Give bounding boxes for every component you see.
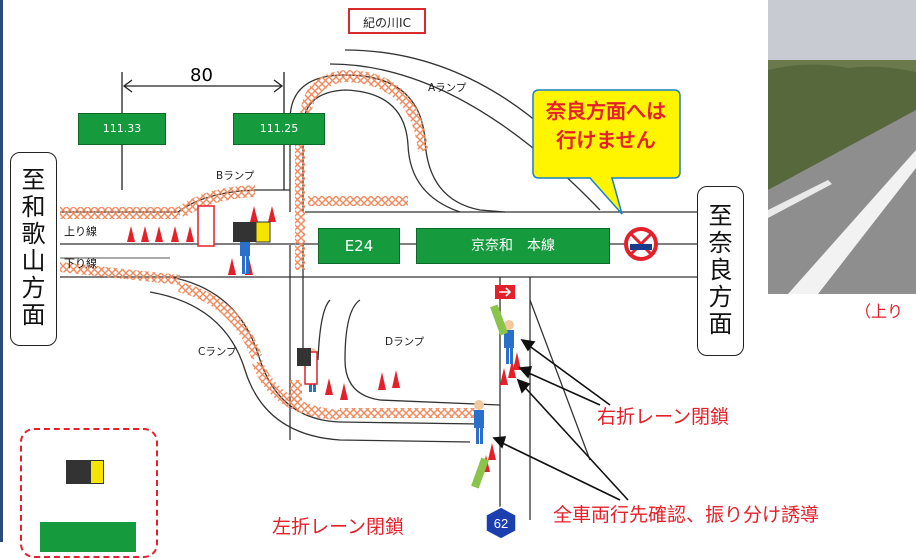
- ramp-d-label: Dランプ: [385, 336, 425, 348]
- distance-label: 80: [190, 65, 213, 86]
- left-frame-border: [0, 0, 3, 542]
- dest-right-char: 至: [708, 202, 733, 230]
- route-e24-sign: E24: [318, 228, 400, 264]
- site-photo-image: [768, 0, 916, 294]
- route-62-badge: 62: [485, 506, 517, 540]
- dest-left-char: 和: [21, 193, 46, 221]
- dest-left-char: 方: [21, 274, 46, 302]
- kp-sign-2: 111.25: [233, 113, 325, 145]
- warning-boards: [197, 205, 515, 489]
- site-photo: [768, 0, 916, 294]
- dest-left-char: 至: [21, 166, 46, 194]
- callout-bubble: [532, 89, 681, 215]
- ramp-c-label: Cランプ: [198, 346, 237, 358]
- guidance-label: 全車両行先確認、振り分け誘導: [553, 504, 820, 526]
- dest-left-char: 歌: [21, 220, 46, 248]
- destination-wakayama: 至 和 歌 山 方 面: [10, 152, 57, 346]
- right-lane-closed-label: 右折レーン閉鎖: [597, 406, 730, 428]
- road-diagram: [60, 49, 700, 520]
- arrow-board-light-icon: [90, 460, 104, 484]
- route-62-number: 62: [494, 516, 508, 531]
- dest-right-char: 面: [708, 310, 733, 338]
- ramp-c-d: [149, 276, 591, 520]
- guidance-arrows: [492, 338, 629, 501]
- left-lane-closed-label: 左折レーン閉鎖: [272, 516, 405, 538]
- ic-name-label: 紀の川IC: [348, 8, 426, 34]
- traffic-cones: [127, 206, 521, 472]
- dest-right-char: 良: [708, 256, 733, 284]
- distance-dimension: [121, 72, 285, 190]
- arrow-board-icon: [66, 460, 90, 484]
- dest-right-char: 方: [708, 283, 733, 311]
- legend-box: [20, 428, 158, 558]
- dest-left-char: 山: [21, 247, 46, 275]
- down-lane-label: 下り線: [64, 257, 97, 270]
- up-lane-label: 上り線: [64, 225, 97, 238]
- dest-left-char: 面: [21, 301, 46, 329]
- no-entry-sign: [624, 227, 658, 261]
- photo-caption: （上り: [855, 302, 904, 321]
- destination-nara: 至 奈 良 方 面: [697, 186, 744, 356]
- callout-text: 奈良方面へは 行けません: [542, 97, 670, 155]
- legend-green-sign-icon: [40, 522, 136, 552]
- ramp-b-label: Bランプ: [216, 170, 255, 182]
- ramp-a-label: Aランプ: [428, 82, 467, 94]
- kp-sign-1: 111.33: [78, 113, 166, 145]
- callout-line-1: 奈良方面へは: [546, 99, 666, 123]
- callout-line-2: 行けません: [556, 128, 656, 152]
- dest-right-char: 奈: [708, 229, 733, 257]
- mainline-sign: 京奈和 本線: [416, 228, 610, 264]
